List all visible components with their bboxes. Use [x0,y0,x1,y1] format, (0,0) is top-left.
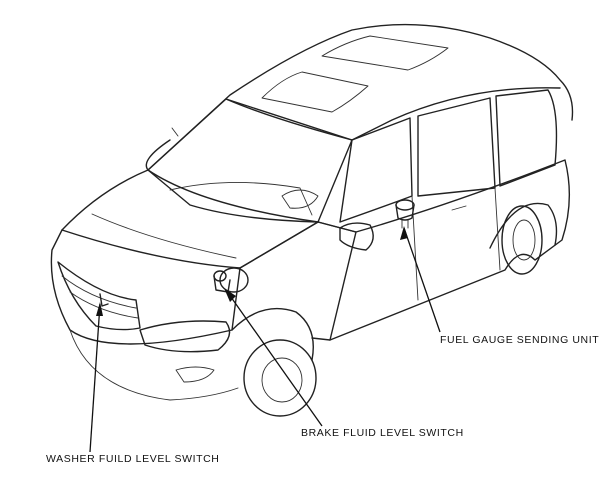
rear-wheel-arch [489,202,558,249]
fuel-gauge-sending-unit-label: FUEL GAUGE SENDING UNIT [440,334,600,346]
washer-fluid-level-switch-label: WASHER FUILD LEVEL SWITCH [46,453,220,465]
front-fender [239,221,357,341]
rear-side-window [417,97,496,197]
sunroof-rear [321,35,449,71]
front-wheel [243,339,317,417]
fuel-gauge-sending-unit-part [395,199,415,229]
hood-crease [91,213,237,259]
sunroof-front [261,71,369,113]
roof-outline [147,23,574,171]
a-pillar [145,139,171,171]
front-wheel-arch [231,307,314,361]
front-fascia [50,229,241,345]
washer-fluid-arrowhead [96,302,103,316]
washer-fluid-switch-part [99,293,109,307]
brake-fluid-level-switch-label: BRAKE FLUID LEVEL SWITCH [301,427,464,439]
lower-bumper [69,329,239,401]
fog-light [175,366,215,383]
brake-fluid-arrowhead [224,288,236,302]
windshield-top [225,87,561,141]
door-seam-rear [494,187,501,271]
rear-wheel-hub [512,219,536,261]
steering-wheel [281,189,319,209]
dashboard [169,182,313,216]
front-side-window [339,117,413,223]
headlight [139,320,231,353]
fuel-gauge-arrowhead [400,226,408,240]
brake-fluid-reservoir-part [213,267,249,293]
door-handle [451,205,467,211]
side-mirror [339,222,374,251]
brake-fluid-leader [225,289,323,427]
body-side [317,159,571,341]
grille-bar-1 [61,275,137,309]
front-wheel-hub [261,357,303,403]
rear-wheel [501,205,543,275]
grille [57,261,141,331]
antenna [171,127,179,137]
washer-fluid-leader [89,303,101,453]
hood [61,169,319,269]
fuel-gauge-leader [403,227,441,333]
windshield [147,98,353,223]
quarter-window [495,89,558,187]
